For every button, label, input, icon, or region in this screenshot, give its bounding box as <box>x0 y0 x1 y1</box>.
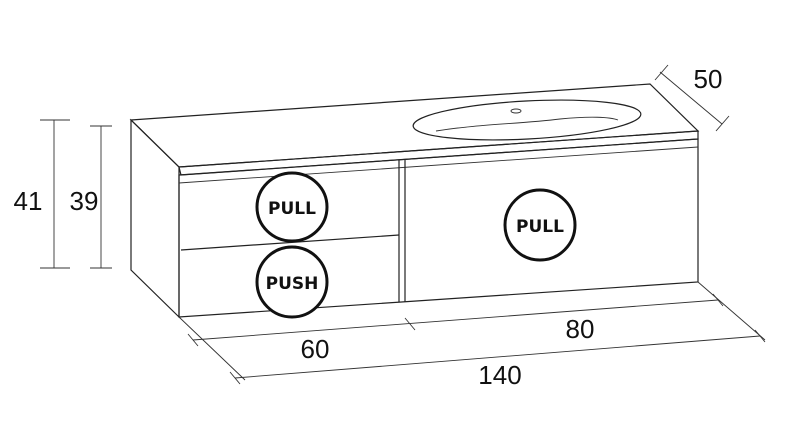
sink-basin <box>412 99 642 141</box>
cabinet-side <box>130 118 180 319</box>
svg-text:39: 39 <box>70 186 99 216</box>
dimension-depth: 50 <box>654 64 730 132</box>
dimension-overall-height: 41 <box>14 119 70 269</box>
countertop-top <box>129 83 700 168</box>
dimension-door-width: 80 <box>566 314 595 344</box>
drain-icon <box>510 108 522 114</box>
push-badge-bottom-drawer: PUSH <box>255 245 329 319</box>
badge-label: PULL <box>516 217 564 237</box>
drawer-lip <box>178 146 699 184</box>
svg-text:41: 41 <box>14 186 43 216</box>
dimension-drawer-width: 60 <box>301 334 330 364</box>
svg-text:50: 50 <box>694 64 723 94</box>
drawer-divider <box>180 234 400 251</box>
pull-badge-top-drawer: PULL <box>255 171 329 243</box>
badge-label: PUSH <box>266 274 319 294</box>
pull-badge-door: PULL <box>503 188 577 262</box>
dimension-cabinet-height: 39 <box>70 125 112 269</box>
countertop-edge <box>178 130 699 176</box>
dimension-total-width: 140 <box>478 360 521 390</box>
badge-label: PULL <box>268 199 316 219</box>
sink-inner-curve <box>435 116 619 132</box>
dimension-widths: 60 80 140 <box>178 281 766 390</box>
